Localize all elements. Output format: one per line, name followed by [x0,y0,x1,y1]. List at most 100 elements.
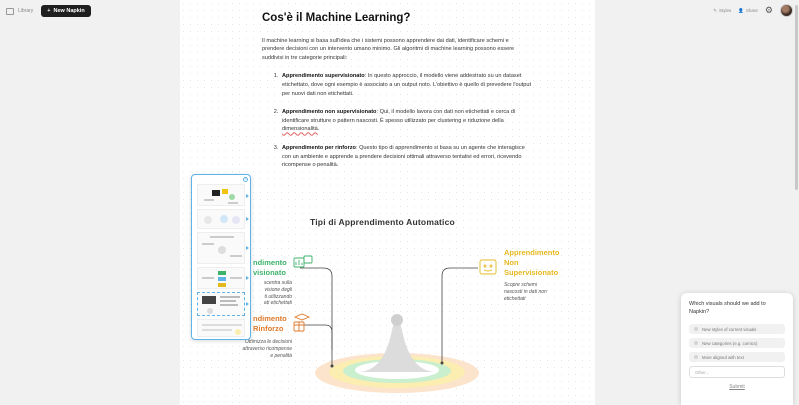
list-item-term: Apprendimento supervisionato [282,73,365,80]
list-item-term: Apprendimento non supervisionato [282,109,377,116]
select-thumbnail-icon[interactable] [246,246,249,250]
feedback-card: Which visuals should we add to Napkin? N… [681,293,793,405]
radio-icon [694,341,698,345]
sub-line: scentra sulla [263,280,292,286]
radio-icon [694,327,698,331]
visual-thumbnail[interactable] [197,209,245,229]
list-item: Apprendimento non supervisionato: Qui, i… [280,108,532,134]
share-label: Share [745,8,758,13]
emoji-icon [479,259,497,275]
label-unsupervised-line: Non [504,258,519,267]
list-item-text: : In questo approccio, il modello viene … [282,73,532,97]
feedback-option-label: New categories (e.g. comics) [702,340,758,346]
feedback-option-label: New styles of current visuals [702,326,757,332]
close-icon[interactable]: × [243,177,248,182]
label-unsupervised: Apprendimento Non Supervisionato [504,248,559,278]
label-reinforce-line: Rinforzo [253,324,284,333]
new-napkin-label: New Napkin [53,8,85,14]
thumbnail-graphic [204,215,240,224]
feedback-option[interactable]: More aligned with text [689,352,785,362]
feedback-option[interactable]: New styles of current visuals [689,324,785,334]
infographic[interactable]: Tipi di Apprendimento Automatico [180,210,595,405]
thumbnail-graphic [202,296,240,314]
label-reinforce-line: ndimento [253,314,287,323]
sub-line: Scopre schemi [504,282,538,288]
gift-icon [293,313,311,332]
library-label: Library [18,8,34,14]
intro-paragraph: Il machine learning si basa sull'idea ch… [262,37,515,61]
list-item: Apprendimento supervisionato: In questo … [280,72,532,98]
page-scrollbar[interactable] [795,5,798,190]
list-item-term: Apprendimento per rinforzo [282,144,356,151]
connector-supervised [300,267,333,365]
sub-line: ti utilizzando [264,293,292,300]
thumbnail-graphic [202,324,242,335]
list-item-text: : Qui, il modello lavora con dati non et… [282,109,516,124]
thumbnail-graphic [202,236,242,257]
visual-thumbnail[interactable] [197,232,245,264]
brush-icon: ✎ [713,7,718,13]
chart-icon [293,255,313,268]
user-icon: 👤 [738,7,744,13]
infographic-graphic [293,255,497,393]
thumbnail-graphic [204,189,238,204]
avatar[interactable] [780,4,793,17]
sub-line: visione degli [264,286,292,293]
sub-line: e penalità [270,352,292,359]
topbar-right: ✎ Styles 👤 Share ⚙ [713,4,793,17]
connector-unsupervised [441,267,478,362]
new-napkin-button[interactable]: + New Napkin [41,5,91,17]
page-title: Cos'è il Machine Learning? [262,12,411,24]
topbar-left: Library + New Napkin [6,5,91,17]
label-supervised-line: ndimento [253,258,287,267]
label-reinforce: ndimento Rinforzo [253,314,287,334]
select-thumbnail-icon[interactable] [246,276,249,280]
list-item: Apprendimento per rinforzo: Questo tipo … [280,144,532,170]
connector-supervised-dot [330,364,334,368]
share-button[interactable]: 👤 Share [738,8,758,14]
gear-icon[interactable]: ⚙ [764,5,773,15]
sub-reinforce: Ottimizza le decisioni attraverso ricomp… [228,339,292,359]
sub-line: nascosti in dati non [504,288,547,295]
infographic-title: Tipi di Apprendimento Automatico [310,217,455,227]
feedback-other-input[interactable]: Other... [689,366,785,378]
feedback-option[interactable]: New categories (e.g. comics) [689,338,785,348]
visual-thumbnail[interactable] [197,319,245,337]
list-item-text-end: . [317,126,320,133]
plus-icon: + [47,8,51,14]
sub-line: Ottimizza le decisioni [245,339,292,345]
feedback-question: Which visuals should we add to Napkin? [689,301,766,315]
styles-button[interactable]: ✎ Styles [713,8,731,14]
document-body[interactable]: Cos'è il Machine Learning? Il machine le… [262,12,532,180]
select-thumbnail-icon[interactable] [246,194,249,198]
feedback-option-label: More aligned with text [702,354,744,360]
sub-line: attraverso ricompense [242,345,292,352]
radio-icon [694,355,698,359]
feedback-submit-button[interactable]: Submit [729,384,745,390]
visual-thumbnail[interactable] [197,267,245,289]
list-item-text: : Questo tipo di apprendimento si basa s… [282,144,525,169]
label-unsupervised-line: Supervisionato [504,268,559,277]
label-unsupervised-line: Apprendimento [504,248,560,257]
sub-unsupervised: Scopre schemi nascosti in dati non etich… [504,282,574,302]
styles-label: Styles [719,8,732,13]
peak-shape [360,322,434,372]
visual-thumbnail-selected[interactable] [197,292,245,316]
select-thumbnail-icon[interactable] [246,217,249,221]
label-supervised: ndimento visionato [253,258,287,278]
document-page: Cos'è il Machine Learning? Il machine le… [180,0,595,405]
sub-line: ati etichettati [263,300,292,307]
thumbnail-graphic [202,271,242,287]
sub-supervised: scentra sulla visione degli ti utilizzan… [250,280,292,307]
library-icon [6,7,14,15]
spelling-flag[interactable]: dimensionalità [282,126,318,133]
library-link[interactable]: Library [6,7,34,15]
sub-line: etichettati [504,295,526,302]
visual-thumbnail[interactable] [197,184,245,206]
category-list: Apprendimento supervisionato: In questo … [280,72,532,169]
peak-ball [391,314,403,326]
label-supervised-line: visionato [253,268,286,277]
visual-alternatives-panel[interactable]: × [191,174,251,340]
connector-reinforce [300,324,333,350]
select-thumbnail-icon[interactable] [246,302,249,306]
